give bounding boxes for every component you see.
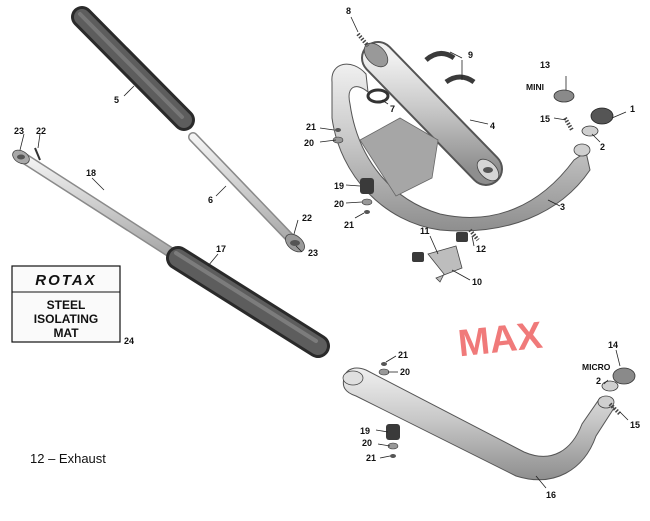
callout-19-low: 19	[360, 426, 370, 436]
callout-20-low: 20	[362, 438, 372, 448]
callout-20-top: 20	[304, 138, 314, 148]
callout-20-mid: 20	[334, 199, 344, 209]
mounting-bracket	[412, 228, 480, 283]
callout-9: 9	[468, 50, 473, 60]
callout-23-left: 23	[14, 126, 24, 136]
callout-10: 10	[472, 277, 482, 287]
callout-1: 1	[630, 104, 635, 114]
silencer-max	[361, 41, 503, 186]
callout-16: 16	[546, 490, 556, 500]
callout-14: 14	[608, 340, 618, 350]
mat-brand: ROTAX	[35, 272, 96, 289]
callout-17: 17	[216, 244, 226, 254]
callout-15-low: 15	[630, 420, 640, 430]
tag-mini: MINI	[526, 82, 544, 92]
callout-21-low-top: 21	[398, 350, 408, 360]
mat-line-1: STEEL	[47, 298, 86, 312]
mat-line-3: MAT	[53, 326, 79, 340]
callout-12: 12	[476, 244, 486, 254]
support-rod-short	[188, 132, 305, 253]
callout-2-top: 2	[600, 142, 605, 152]
callout-21-mid: 21	[344, 220, 354, 230]
callout-20-low-top: 20	[400, 367, 410, 377]
callout-8: 8	[346, 6, 351, 16]
mat-ref: 24	[124, 336, 134, 346]
exhaust-pipe-max	[331, 63, 591, 232]
callout-13: 13	[540, 60, 550, 70]
support-rod-long	[12, 147, 176, 258]
callout-21-top: 21	[306, 122, 316, 132]
callout-numbers: 5 6 7 8 9 4 3 1 2 15 13 21 20 19 20 21 1…	[14, 6, 640, 500]
callout-22-left: 22	[36, 126, 46, 136]
callout-5: 5	[114, 95, 119, 105]
callout-3: 3	[560, 202, 565, 212]
callout-23-right: 23	[308, 248, 318, 258]
callout-4: 4	[490, 121, 495, 131]
callout-6: 6	[208, 195, 213, 205]
callout-22-right: 22	[302, 213, 312, 223]
rubber-mount-lower	[378, 362, 400, 458]
flange-hardware-top	[553, 89, 614, 137]
flange-hardware-lower	[601, 367, 636, 416]
o-ring	[366, 88, 390, 104]
callout-11: 11	[420, 226, 430, 236]
callout-19-top: 19	[334, 181, 344, 191]
steel-isolating-mat: ROTAX STEEL ISOLATING MAT 24	[11, 265, 134, 346]
leader-lines	[19, 16, 629, 489]
tag-micro: MICRO	[582, 362, 611, 372]
figure-caption: 12 – Exhaust	[30, 451, 106, 466]
insulating-sleeve-lower	[166, 246, 330, 358]
callout-15-top: 15	[540, 114, 550, 124]
callout-2-low: 2	[596, 376, 601, 386]
callout-21-low: 21	[366, 453, 376, 463]
insulating-sleeve-upper	[71, 6, 195, 131]
callout-7: 7	[390, 104, 395, 114]
small-spring	[356, 32, 370, 48]
mat-line-2: ISOLATING	[34, 312, 98, 326]
callout-18: 18	[86, 168, 96, 178]
exhaust-pipe-micro	[342, 367, 615, 481]
clamp-halves	[424, 51, 476, 85]
variant-label: MAX	[456, 315, 545, 366]
